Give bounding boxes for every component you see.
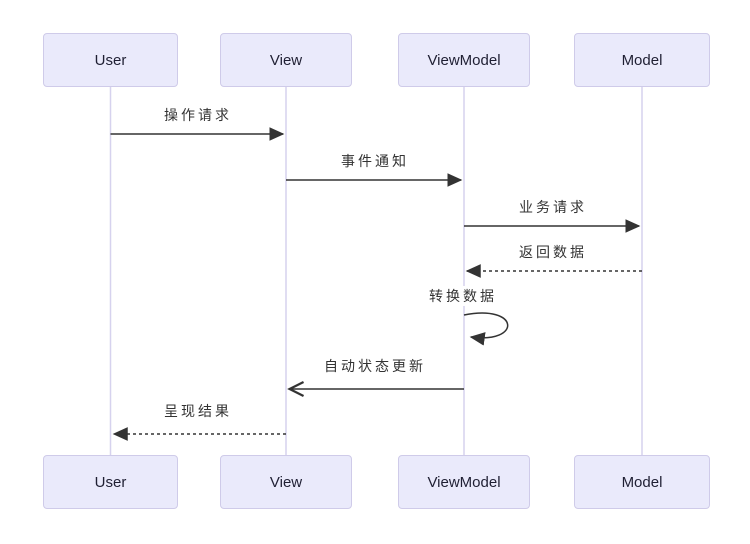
message-label-transform-data: 转换数据 xyxy=(427,286,499,306)
actor-model-bottom: Model xyxy=(574,455,710,509)
message-label-business-request: 业务请求 xyxy=(517,197,589,217)
message-label-present-result: 呈现结果 xyxy=(162,401,234,421)
actor-view-top: View xyxy=(220,33,352,87)
arrow-transform-data-selfloop xyxy=(463,312,509,346)
actor-viewmodel-bottom: ViewModel xyxy=(398,455,530,509)
actor-view-bottom: View xyxy=(220,455,352,509)
message-label-operation-request: 操作请求 xyxy=(162,105,234,125)
actor-user-top: User xyxy=(43,33,178,87)
actor-model-top: Model xyxy=(574,33,710,87)
message-label-event-notify: 事件通知 xyxy=(339,151,411,171)
message-label-return-data: 返回数据 xyxy=(517,242,589,262)
actor-viewmodel-top: ViewModel xyxy=(398,33,530,87)
actor-user-bottom: User xyxy=(43,455,178,509)
message-label-auto-state-update: 自动状态更新 xyxy=(322,356,428,376)
